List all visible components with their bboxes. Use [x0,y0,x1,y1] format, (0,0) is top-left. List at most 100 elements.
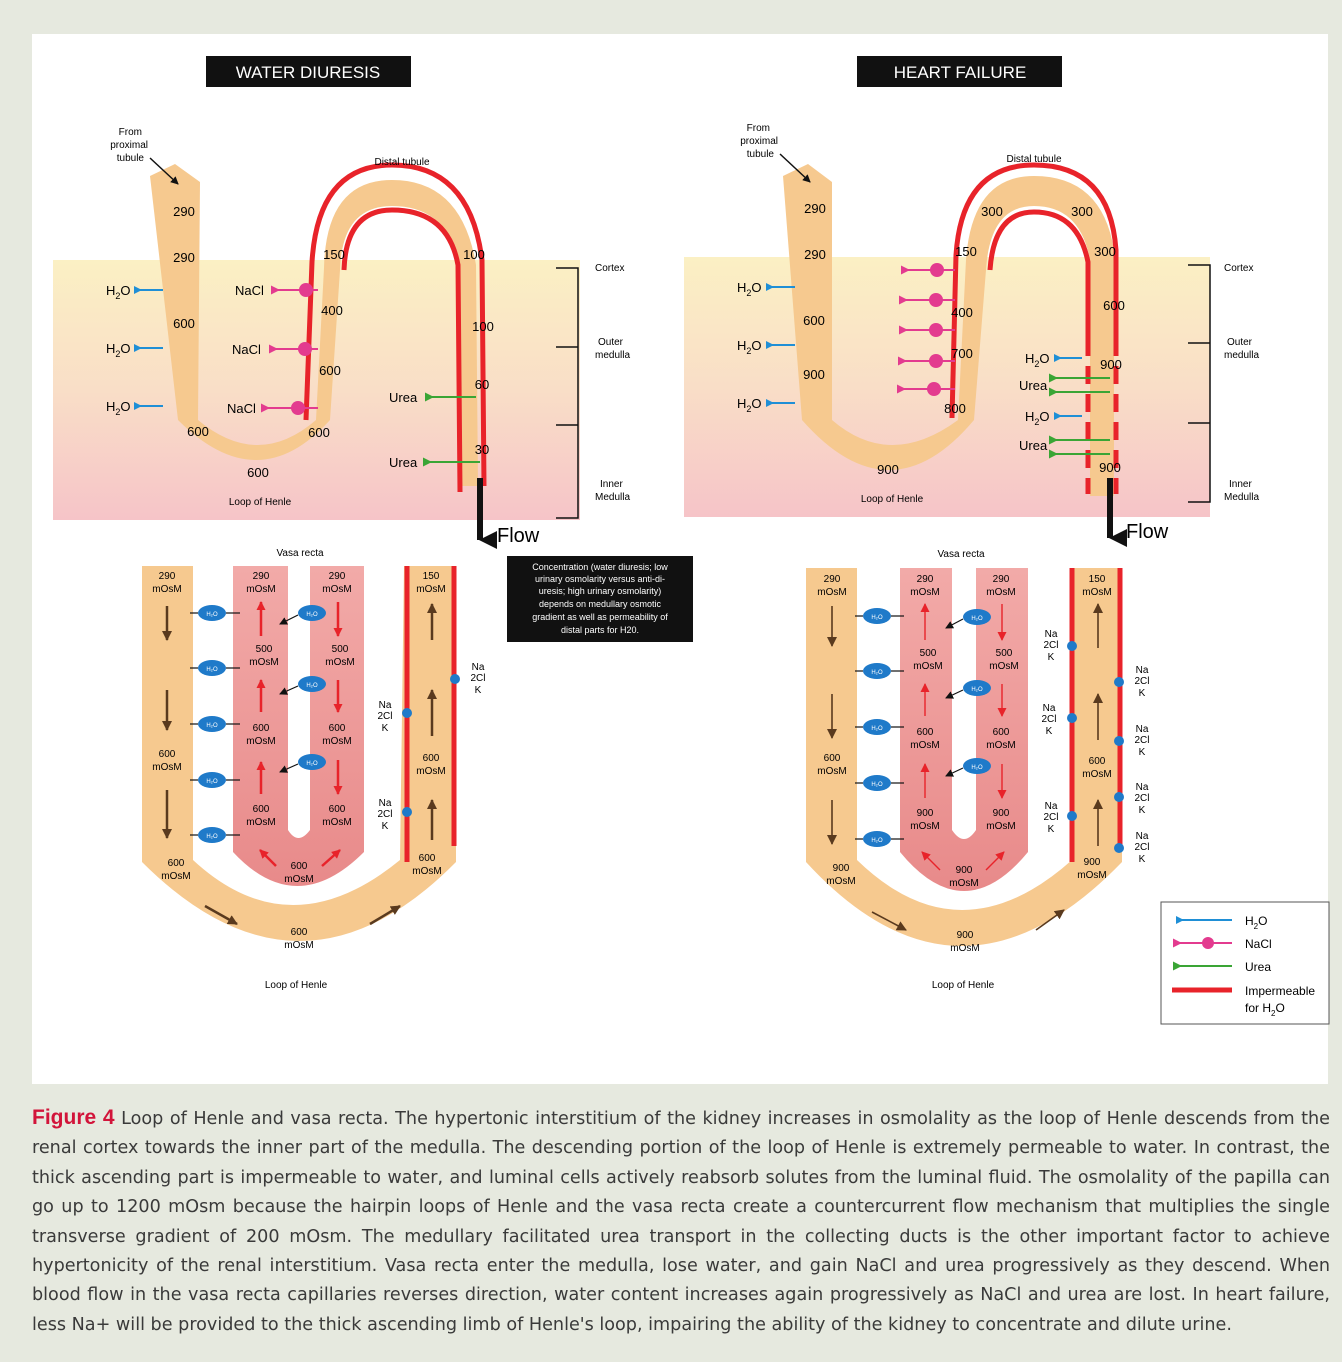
svg-text:600: 600 [993,727,1010,738]
svg-text:Urea: Urea [1019,438,1048,453]
svg-text:900: 900 [993,808,1010,819]
svg-text:150: 150 [1089,574,1106,585]
svg-text:H₂O: H₂O [871,782,883,788]
svg-text:400: 400 [951,305,973,320]
svg-text:900: 900 [803,367,825,382]
svg-text:600: 600 [419,853,436,864]
svg-text:900: 900 [1100,357,1122,372]
svg-text:mOsM: mOsM [949,878,978,889]
svg-text:600: 600 [917,727,934,738]
svg-text:H₂O: H₂O [971,765,983,771]
svg-text:mOsM: mOsM [986,740,1015,751]
svg-text:H₂O: H₂O [971,616,983,622]
svg-text:2Cl: 2Cl [1134,676,1149,687]
svg-text:H₂O: H₂O [206,834,218,840]
svg-text:K: K [1139,805,1146,816]
svg-text:Na: Na [1045,629,1058,640]
svg-text:Na: Na [1136,782,1149,793]
from-label-3: tubule [117,153,145,164]
flow-label: Flow [497,525,540,547]
desc-value-5: 600 [247,465,269,480]
svg-text:2Cl: 2Cl [1043,640,1058,651]
caption-text: Loop of Henle and vasa recta. The hypert… [32,1109,1330,1335]
kidney-zones-bg [53,260,580,520]
svg-text:290: 290 [253,571,270,582]
svg-text:mOsM: mOsM [322,736,351,747]
loop-of-henle-label: Loop of Henle [229,497,292,508]
svg-text:mOsM: mOsM [950,943,979,954]
svg-text:mOsM: mOsM [910,587,939,598]
svg-text:900: 900 [833,863,850,874]
vasa-recta-label: Vasa recta [276,548,323,559]
desc-value-3: 600 [173,316,195,331]
svg-text:2Cl: 2Cl [1041,714,1056,725]
svg-text:600: 600 [1103,298,1125,313]
from-label-hf-2: proximal [740,136,778,147]
svg-text:500: 500 [256,644,273,655]
cd-value-4: 30 [475,442,489,457]
flow-label-hf: Flow [1126,521,1169,543]
svg-text:Na: Na [1043,703,1056,714]
svg-text:NaCl: NaCl [227,401,256,416]
svg-text:H₂O: H₂O [306,683,318,689]
svg-text:Na: Na [1136,665,1149,676]
svg-text:mOsM: mOsM [416,584,445,595]
figure-caption: Figure 4 Loop of Henle and vasa recta. T… [32,1103,1330,1340]
figure-diagram: WATER DIURESIS From proximal tubule Dist… [0,0,1342,1090]
loop-of-henle-label-hf: Loop of Henle [861,494,924,505]
svg-text:290: 290 [329,571,346,582]
zone-outer-label-2: medulla [595,350,630,361]
svg-text:500: 500 [332,644,349,655]
svg-text:K: K [382,821,389,832]
cd-value-1: 100 [463,247,485,262]
svg-text:H₂O: H₂O [871,615,883,621]
svg-text:K: K [1046,726,1053,737]
svg-text:Urea: Urea [1245,960,1271,974]
figure-label: Figure 4 [32,1106,115,1129]
svg-text:mOsM: mOsM [817,766,846,777]
svg-text:2Cl: 2Cl [470,673,485,684]
svg-text:2Cl: 2Cl [1134,842,1149,853]
vasa-loop-label: Loop of Henle [265,980,328,991]
zone-inner-label-hf-2: Medulla [1224,492,1259,503]
svg-text:H₂O: H₂O [871,838,883,844]
svg-text:600: 600 [291,861,308,872]
svg-text:mOsM: mOsM [246,736,275,747]
svg-text:mOsM: mOsM [322,584,351,595]
svg-text:290: 290 [993,574,1010,585]
svg-text:2Cl: 2Cl [1043,812,1058,823]
svg-text:mOsM: mOsM [910,821,939,832]
svg-text:600: 600 [1089,756,1106,767]
svg-text:Na: Na [379,700,392,711]
svg-text:600: 600 [168,858,185,869]
svg-text:gradient as well as permeabili: gradient as well as permeability of [532,612,668,622]
svg-text:mOsM: mOsM [161,871,190,882]
asc-value-1: 150 [323,247,345,262]
svg-text:600: 600 [159,749,176,760]
svg-text:600: 600 [824,753,841,764]
svg-text:mOsM: mOsM [246,584,275,595]
svg-text:Na: Na [379,798,392,809]
svg-text:mOsM: mOsM [284,874,313,885]
svg-text:150: 150 [423,571,440,582]
svg-text:K: K [1139,747,1146,758]
zone-inner-label-hf-1: Inner [1229,479,1252,490]
svg-text:mOsM: mOsM [152,762,181,773]
svg-text:Na: Na [1136,724,1149,735]
svg-text:Urea: Urea [389,455,418,470]
svg-text:290: 290 [804,247,826,262]
distal-tubule-label: Distal tubule [374,157,429,168]
svg-text:900: 900 [957,930,974,941]
from-label-2: proximal [110,140,148,151]
asc-value-4: 600 [308,425,330,440]
desc-value-1: 290 [173,204,195,219]
from-label-hf-1: From [747,123,770,134]
svg-text:H₂O: H₂O [871,670,883,676]
svg-text:900: 900 [877,462,899,477]
svg-text:600: 600 [291,927,308,938]
svg-text:290: 290 [917,574,934,585]
vasa-recta-label-hf: Vasa recta [937,549,984,560]
desc-value-2: 290 [173,250,195,265]
svg-text:mOsM: mOsM [989,661,1018,672]
svg-text:H₂O: H₂O [206,612,218,618]
